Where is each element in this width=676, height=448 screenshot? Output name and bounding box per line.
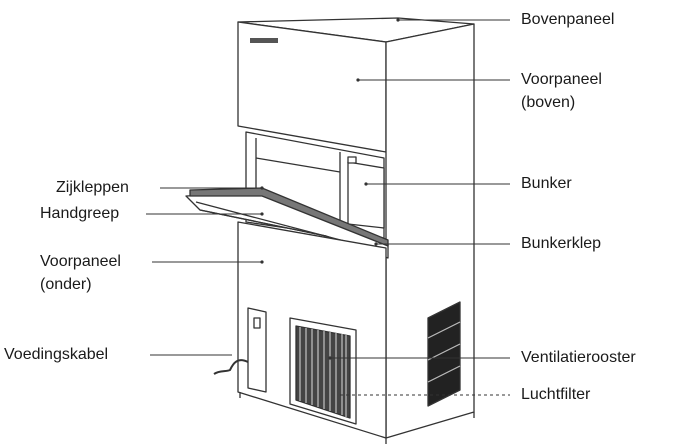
label-front-panel-lower-sub: (onder) <box>40 276 92 293</box>
label-bin-door: Bunkerklep <box>521 235 602 252</box>
label-front-panel-lower: Voorpaneel <box>40 253 121 270</box>
label-bin: Bunker <box>521 175 572 192</box>
label-vent-grille: Ventilatierooster <box>521 349 636 366</box>
label-front-panel-upper-sub: (boven) <box>521 94 576 111</box>
label-handle: Handgreep <box>40 205 120 222</box>
label-side-flaps: Zijkleppen <box>56 179 129 196</box>
side-vent <box>427 301 461 407</box>
power-cord-shape <box>213 359 249 375</box>
label-air-filter: Luchtfilter <box>521 386 591 403</box>
logo-plate <box>250 38 278 43</box>
label-front-panel-upper: Voorpaneel <box>521 71 602 88</box>
label-power-cord: Voedingskabel <box>4 346 109 363</box>
label-top-panel: Bovenpaneel <box>521 11 615 28</box>
